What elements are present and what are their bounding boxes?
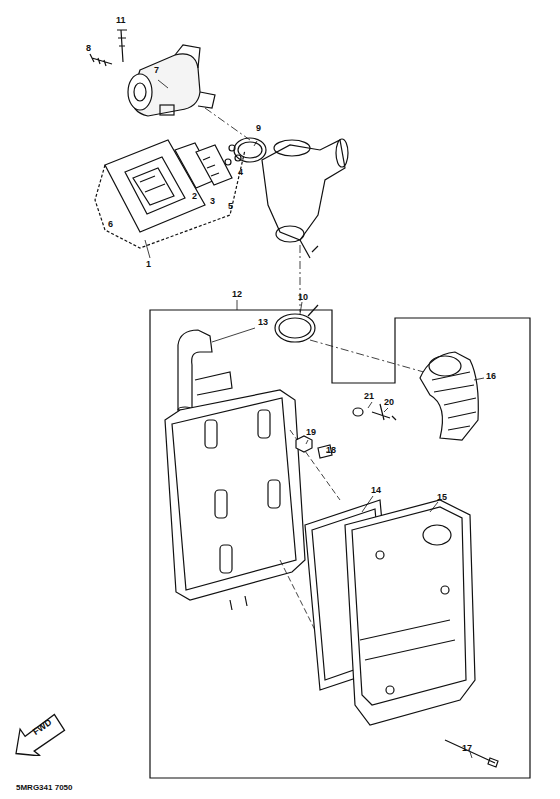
screw bbox=[117, 30, 127, 62]
breather-tube bbox=[178, 330, 232, 413]
screw bbox=[90, 54, 112, 66]
carburetor bbox=[128, 45, 215, 116]
callout-number: 5 bbox=[228, 202, 233, 211]
callout-number: 14 bbox=[371, 486, 381, 495]
callout-number: 19 bbox=[306, 428, 316, 437]
callout-number: 10 bbox=[298, 293, 308, 302]
leader-lines bbox=[145, 80, 484, 758]
callout-number: 3 bbox=[210, 197, 215, 206]
screw bbox=[445, 740, 498, 767]
callout-number: 6 bbox=[108, 220, 113, 229]
callout-number: 1 bbox=[146, 260, 151, 269]
clamp-ring bbox=[275, 314, 315, 342]
callout-number: 2 bbox=[192, 192, 197, 201]
direction-arrow: FWD bbox=[14, 712, 67, 756]
callout-number: 17 bbox=[462, 744, 472, 753]
callout-number: 15 bbox=[437, 493, 447, 502]
intake-manifold bbox=[262, 139, 348, 258]
callout-number: 16 bbox=[486, 372, 496, 381]
drawing-code: 5MRG341 7050 bbox=[16, 784, 72, 792]
air-box-cover bbox=[345, 500, 475, 725]
callout-number: 9 bbox=[256, 124, 261, 133]
intake-duct bbox=[420, 352, 478, 440]
callout-number: 12 bbox=[232, 290, 242, 299]
nut bbox=[296, 436, 312, 452]
callout-number: 8 bbox=[86, 44, 91, 53]
callout-number: 11 bbox=[116, 16, 126, 25]
callout-number: 13 bbox=[258, 318, 268, 327]
assembly-frame bbox=[150, 310, 530, 778]
callout-number: 4 bbox=[238, 168, 243, 177]
callout-number: 21 bbox=[364, 392, 374, 401]
reed-valve bbox=[95, 140, 245, 248]
clamp-ring bbox=[234, 138, 266, 162]
callout-number: 18 bbox=[326, 446, 336, 455]
washer bbox=[353, 408, 363, 416]
callout-number: 7 bbox=[154, 66, 159, 75]
callout-number: 20 bbox=[384, 398, 394, 407]
